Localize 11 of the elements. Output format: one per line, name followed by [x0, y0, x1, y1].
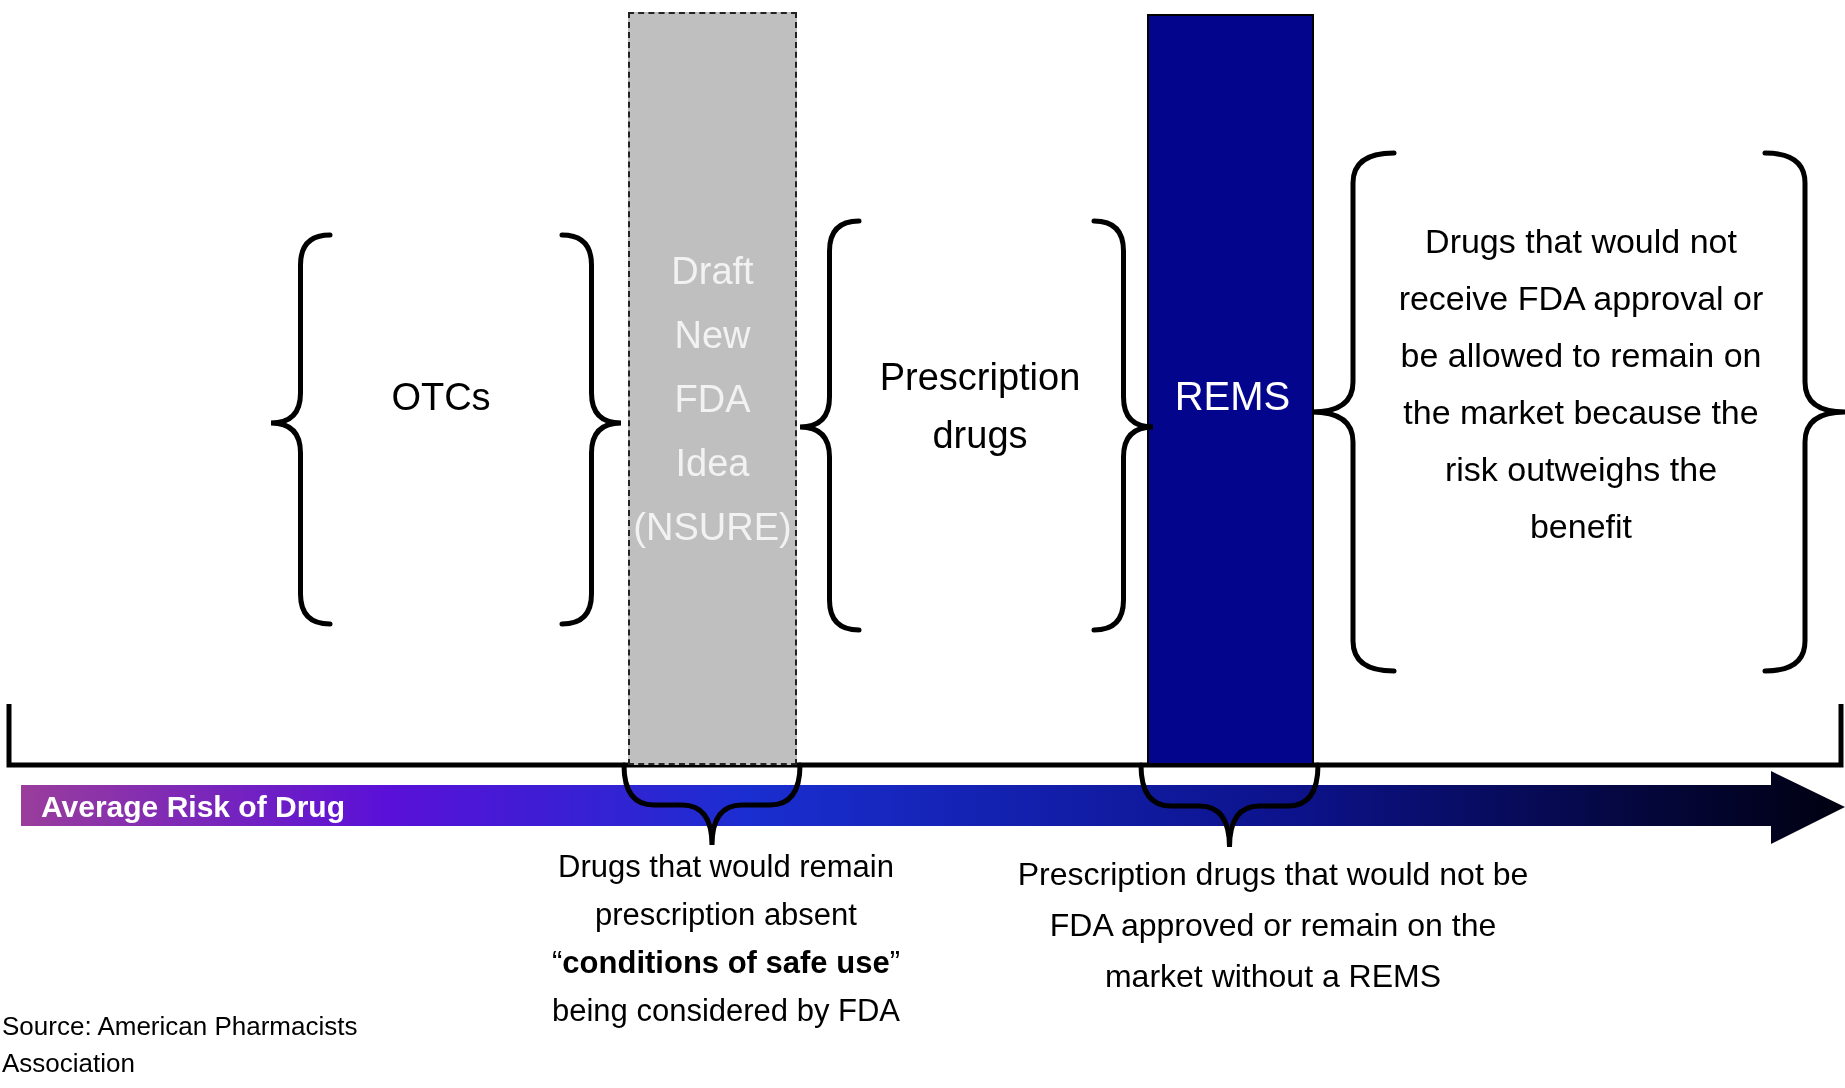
- bar: [1147, 14, 1314, 765]
- node-label: Average Risk of Drug: [41, 789, 346, 825]
- label-text: OTCs: [390, 375, 492, 420]
- label-text: Prescription drugs: [878, 355, 1082, 458]
- node-label: REMS: [1173, 373, 1292, 420]
- dashed-bar: [628, 12, 797, 765]
- label-text: Drugs that would not receive FDA approval or be allowed to remain on the market because the risk outweighs the benefit: [1397, 221, 1765, 547]
- label-text: Drugs that would remain prescription absent “conditions of safe use” being considered by FDA: [550, 848, 902, 1030]
- source-note: Source: American Pharmacists Association: [2, 1010, 359, 1080]
- gradient-arrow: [21, 771, 1845, 844]
- label-text: Prescription drugs that would not be FDA approved or remain on the market without a REMS: [1016, 855, 1530, 996]
